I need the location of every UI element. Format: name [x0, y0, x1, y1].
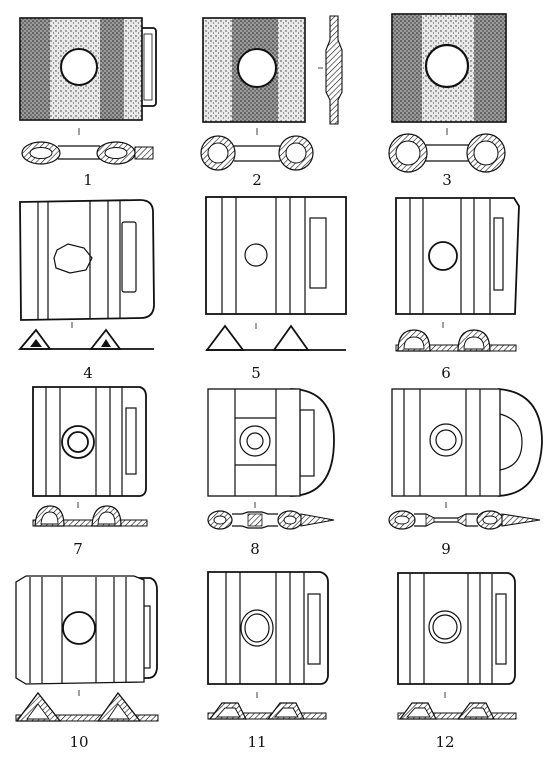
figure-6-cross-section [395, 322, 517, 352]
figure-9-face-view [391, 388, 543, 497]
figure-8: 8 [207, 388, 335, 558]
figure-6-number: 6 [441, 364, 451, 382]
figure-12-cross-section [397, 692, 517, 720]
figure-4-number: 4 [83, 364, 93, 382]
figure-2-face-view [202, 17, 306, 123]
figure-8-cross-section [207, 502, 335, 530]
figure-12-face-view [397, 572, 516, 685]
figure-7-number: 7 [73, 540, 83, 558]
figure-2: 2 [200, 15, 343, 189]
figure-3-face-view [391, 13, 507, 123]
figure-11-cross-section [207, 692, 327, 720]
figure-12-number: 12 [435, 733, 454, 751]
figure-7: 7 [32, 386, 148, 558]
figure-1-number: 1 [83, 171, 93, 189]
figure-11: 11 [207, 571, 329, 751]
figure-11-face-view [207, 571, 329, 685]
figure-3: 3 [388, 13, 507, 189]
figure-3-number: 3 [442, 171, 452, 189]
figure-8-face-view [207, 388, 335, 497]
figure-10-number: 10 [69, 733, 88, 751]
figure-4: 4 [18, 199, 155, 382]
figure-1-cross-section [21, 128, 154, 165]
figure-1: 1 [19, 17, 157, 189]
figure-10: 10 [15, 575, 159, 751]
figure-7-face-view [32, 386, 147, 497]
figure-12: 12 [397, 572, 517, 751]
figure-6: 6 [395, 197, 520, 382]
figure-3-cross-section [388, 128, 506, 173]
figure-7-cross-section [32, 502, 148, 527]
figure-5: 5 [205, 196, 347, 382]
figure-2-number: 2 [252, 171, 262, 189]
figure-10-face-view [15, 575, 158, 685]
figure-4-cross-section [18, 322, 154, 350]
figure-2-cross-section [200, 128, 314, 171]
figure-9: 9 [388, 388, 543, 558]
figure-4-face-view [19, 199, 155, 321]
figure-8-number: 8 [250, 540, 260, 558]
figure-5-cross-section [205, 323, 346, 351]
figure-11-number: 11 [247, 733, 266, 751]
figure-10-cross-section [15, 690, 159, 722]
figure-5-face-view [205, 196, 347, 315]
figure-6-face-view [395, 197, 520, 315]
figure-5-number: 5 [251, 364, 261, 382]
figure-9-number: 9 [441, 540, 451, 558]
figure-9-cross-section [388, 502, 541, 530]
figure-1-face-view [19, 17, 157, 121]
figure-2-side-section [318, 15, 343, 125]
